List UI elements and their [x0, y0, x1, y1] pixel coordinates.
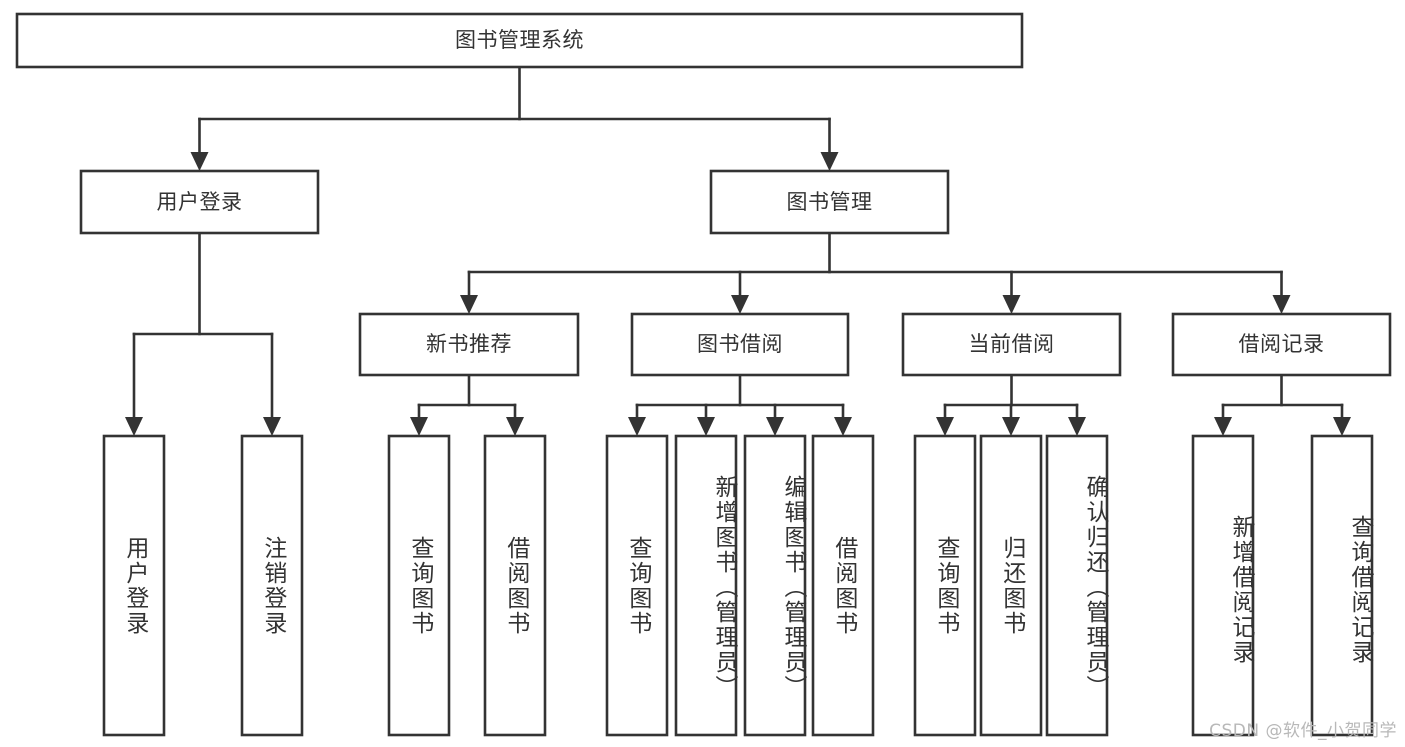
arrow-head-icon-book-manage-0	[460, 295, 478, 314]
arrow-head-icon-root-1	[820, 152, 839, 171]
node-box-leaf-query-book-1[interactable]	[387, 434, 451, 737]
node-box-leaf-user-login[interactable]	[102, 434, 166, 737]
arrow-head-icon-book-manage-3	[1272, 295, 1291, 314]
node-boxes	[15, 12, 1392, 737]
arrow-head-icon-book-manage-2	[1002, 295, 1021, 314]
node-box-leaf-user-logout[interactable]	[240, 434, 304, 737]
node-box-leaf-confirm-return[interactable]	[1045, 434, 1109, 737]
arrow-head-icon-current-borrow-1	[1002, 417, 1020, 436]
arrow-head-icon-new-book-recommend-1	[506, 417, 524, 436]
arrow-head-icon-book-borrow-3	[834, 417, 852, 436]
arrow-head-icon-book-borrow-1	[697, 417, 715, 436]
node-box-leaf-add-record[interactable]	[1191, 434, 1255, 737]
arrow-head-icon-new-book-recommend-0	[410, 417, 428, 436]
arrow-head-icon-book-borrow-2	[766, 417, 784, 436]
node-box-new-book-recommend[interactable]	[358, 312, 580, 377]
node-box-book-manage[interactable]	[709, 169, 950, 235]
node-box-root[interactable]	[15, 12, 1024, 69]
arrow-head-icon-borrow-record-1	[1333, 417, 1351, 436]
node-box-leaf-add-book[interactable]	[674, 434, 738, 737]
arrow-head-icon-user-login-0	[125, 417, 143, 436]
arrow-head-icon-current-borrow-0	[936, 417, 954, 436]
node-box-user-login[interactable]	[79, 169, 320, 235]
node-box-current-borrow[interactable]	[901, 312, 1122, 377]
arrow-head-icon-user-login-1	[263, 417, 281, 436]
watermark-text: CSDN @软件_小贺同学	[1209, 721, 1397, 741]
node-box-leaf-borrow-book-1[interactable]	[483, 434, 547, 737]
node-box-borrow-record[interactable]	[1171, 312, 1392, 377]
node-box-leaf-return-book[interactable]	[979, 434, 1043, 737]
arrow-head-icon-borrow-record-0	[1214, 417, 1232, 436]
node-box-leaf-query-record[interactable]	[1310, 434, 1374, 737]
connector-lines	[125, 65, 1351, 436]
node-box-book-borrow[interactable]	[630, 312, 850, 377]
arrow-head-icon-current-borrow-2	[1068, 417, 1086, 436]
node-box-leaf-borrow-book-2[interactable]	[811, 434, 875, 737]
node-box-leaf-edit-book[interactable]	[743, 434, 807, 737]
node-box-leaf-query-book-2[interactable]	[605, 434, 669, 737]
arrow-head-icon-book-borrow-0	[628, 417, 646, 436]
node-box-leaf-query-book-3[interactable]	[913, 434, 977, 737]
arrow-head-icon-book-manage-1	[731, 295, 749, 314]
arrow-head-icon-root-0	[190, 152, 209, 171]
